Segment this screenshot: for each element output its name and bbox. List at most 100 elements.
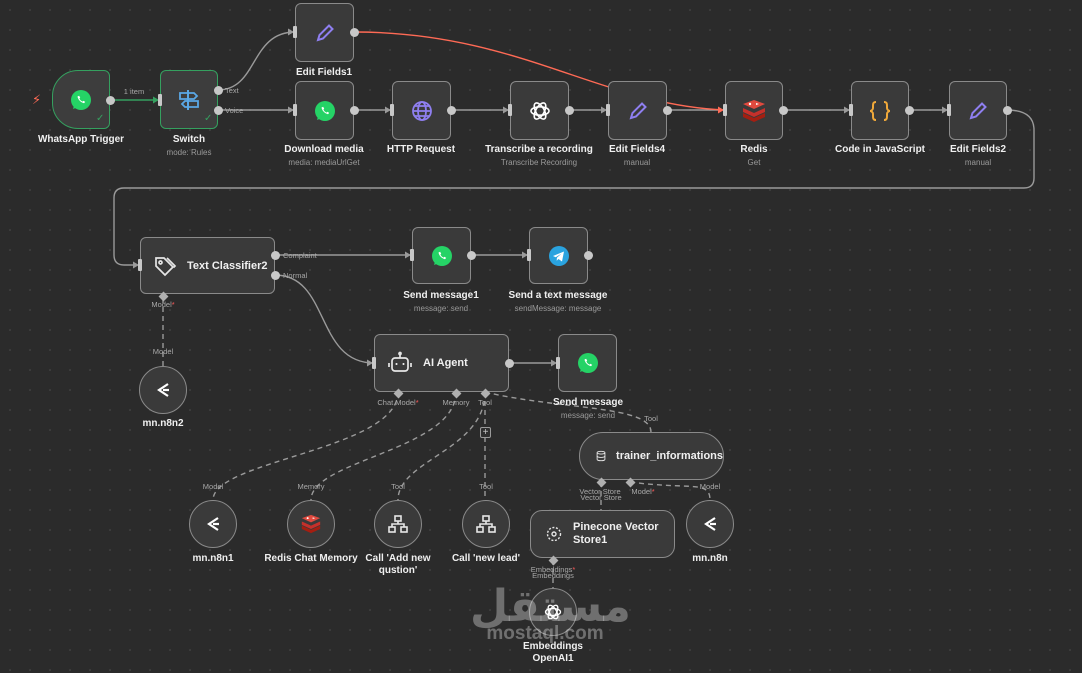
node-download-media[interactable] [295,81,354,140]
port-label-model: Model [202,482,224,491]
node-redis-chat-memory[interactable] [287,500,335,548]
node-send-message[interactable] [558,334,617,392]
label-mn-n8n1: mn.n8n1 [192,553,234,564]
node-mn-n8n2[interactable] [139,366,187,414]
openai-icon [544,604,562,620]
label-mn-n8n2: mn.n8n2 [142,418,184,429]
node-edit-fields1[interactable] [295,3,354,62]
port-out[interactable] [349,105,359,115]
output-label-complaint: Complaint [283,251,317,260]
edge-memory-agent[interactable] [310,391,457,501]
output-label-text: Text [225,86,239,95]
node-edit-fields2[interactable] [949,81,1007,140]
node-telegram[interactable] [529,227,588,284]
port-in[interactable] [947,104,951,116]
openai-icon [529,101,550,120]
port-out-text[interactable] [213,85,223,95]
port-in[interactable] [390,104,394,116]
braces-icon [869,100,891,121]
port-in[interactable] [138,259,142,271]
success-check-icon: ✓ [204,113,213,124]
node-mn-n8n[interactable] [686,500,734,548]
port-label-tool: Tool [391,482,405,491]
port-label-vector-store-top: Vector Store [580,493,622,502]
port-out[interactable] [504,358,514,368]
port-in[interactable] [158,94,162,106]
node-mn-n8n1[interactable] [189,500,237,548]
node-title: AI Agent [423,357,468,369]
pen-icon [629,101,647,119]
globe-icon [411,100,432,121]
port-in[interactable] [723,104,727,116]
port-out[interactable] [446,105,456,115]
edge-tool-add-agent[interactable] [397,391,486,501]
node-send-message1[interactable] [412,227,471,284]
label-embeddings-openai: Embeddings OpenAI1 [522,641,583,664]
port-in[interactable] [293,104,297,116]
node-transcribe[interactable] [510,81,569,140]
port-out[interactable] [349,27,359,37]
pinecone-icon [546,526,562,542]
node-edit-fields4[interactable] [608,81,667,140]
port-label-model: Model [699,482,721,491]
whatsapp-icon [577,353,598,373]
edge-item-count: 1 item [123,87,145,96]
label-mn-n8n: mn.n8n [692,553,728,564]
port-in[interactable] [410,249,414,261]
port-in[interactable] [508,104,512,116]
edge-classifier-agent[interactable] [274,274,375,364]
node-call-new-lead[interactable] [462,500,510,548]
port-label-chat-model: Chat Model* [377,398,419,407]
port-in[interactable] [372,357,376,369]
port-out[interactable] [583,250,593,260]
port-label-vector-store: Vector Store [579,487,621,496]
pen-icon [969,101,987,119]
port-out[interactable] [466,250,476,260]
node-redis[interactable] [725,81,783,140]
node-switch[interactable] [160,70,218,129]
node-trainer-informations[interactable]: trainer_informations [579,432,724,480]
port-out[interactable] [564,105,574,115]
node-ai-agent[interactable]: AI Agent [374,334,509,392]
sitemap-icon [388,515,408,533]
whatsapp-icon [314,100,335,121]
node-call-add-question[interactable] [374,500,422,548]
node-text-classifier[interactable]: Text Classifier2 [140,237,275,294]
label-redis-chat-memory: Redis Chat Memory [264,553,358,564]
telegram-icon [548,245,569,266]
port-out[interactable] [105,95,115,105]
port-in[interactable] [527,249,531,261]
port-in[interactable] [293,26,297,38]
port-out-normal[interactable] [270,270,280,280]
port-out[interactable] [904,105,914,115]
port-in[interactable] [849,104,853,116]
n8n-model-icon [207,517,219,531]
node-title: trainer_informations [616,450,723,462]
tag-icon [155,256,177,276]
port-out-complaint[interactable] [270,250,280,260]
node-pinecone[interactable]: Pinecone Vector Store1 [530,510,675,558]
node-title: Pinecone Vector Store1 [573,520,659,546]
port-label-embeddings: Embeddings* [530,565,576,574]
label-call-new-lead: Call 'new lead' [451,553,521,564]
label-call-add-question: Call 'Add new qustion' [365,553,431,576]
label-whatsapp-trigger: WhatsApp Trigger [37,134,125,145]
node-code-js[interactable] [851,81,909,140]
port-out[interactable] [1002,105,1012,115]
node-http-request[interactable] [392,81,451,140]
label-http-request: HTTP Request [386,144,456,155]
port-out[interactable] [662,105,672,115]
port-out[interactable] [778,105,788,115]
port-in[interactable] [606,104,610,116]
port-out-voice[interactable] [213,105,223,115]
port-in[interactable] [556,357,560,369]
add-tool-button[interactable]: + [480,427,491,438]
port-label-embeddings: Embeddings [532,571,574,580]
node-embeddings-openai[interactable] [529,588,577,636]
